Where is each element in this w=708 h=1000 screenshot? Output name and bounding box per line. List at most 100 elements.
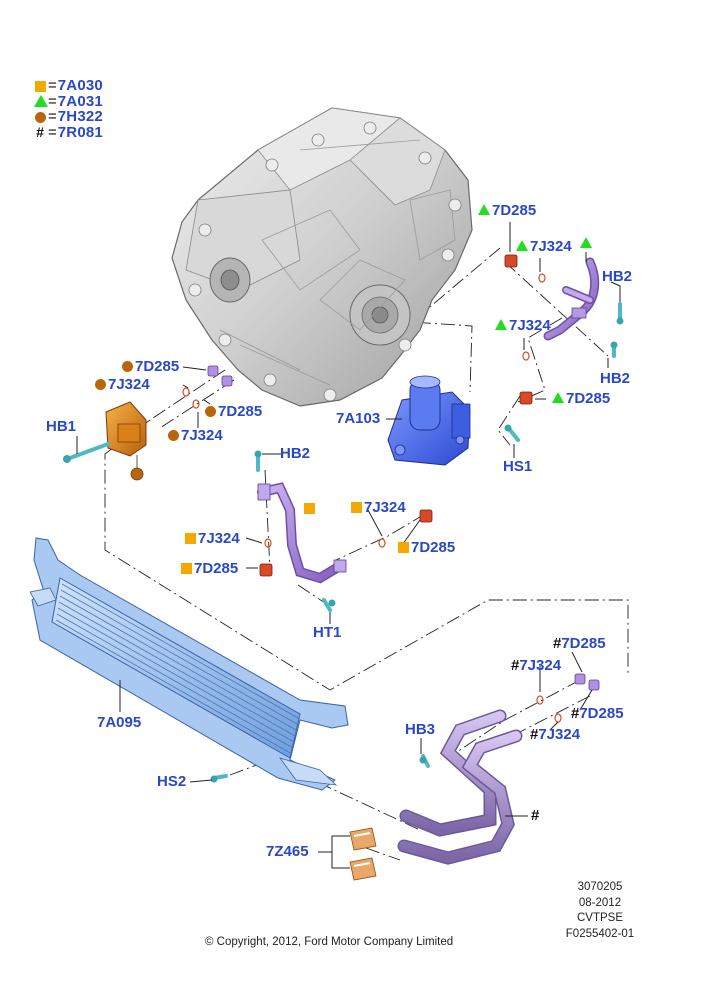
ref-figure-id: F0255402-01 (565, 927, 635, 940)
legend-row-7a031: = 7A031 (34, 92, 103, 110)
callout-hs1: HS1 (503, 458, 533, 475)
square-icon (35, 80, 46, 92)
triangle-icon (478, 203, 490, 215)
square-icon (185, 532, 196, 544)
bracket-hb1 (63, 401, 147, 481)
triangle-icon (516, 239, 528, 251)
square-icon (398, 541, 409, 553)
leader-lines (104, 247, 629, 861)
callout-7d285-c2: 7D285 (181, 561, 238, 577)
callout-7d285-br1: #7D285 (553, 636, 606, 652)
callout-7j324-top: 7J324 (516, 239, 572, 255)
callout-7a095: 7A095 (97, 714, 142, 731)
callout-text: 7J324 (364, 499, 406, 516)
legend-equals: = (48, 123, 57, 141)
transmission-housing (171, 107, 473, 407)
callout-7j324-c1: 7J324 (351, 500, 406, 516)
callout-7j324-left1: 7J324 (95, 377, 150, 393)
callout-text: 7J324 (530, 238, 572, 255)
thermostatic-valve-7a103 (387, 375, 471, 466)
callout-text: 7J324 (519, 657, 562, 674)
callout-hb2-right: HB2 (600, 370, 631, 387)
legend-equals: = (48, 77, 57, 94)
callout-text: 7J324 (509, 317, 551, 334)
legend-code: 7R081 (57, 123, 103, 141)
callout-text: 7D285 (218, 403, 263, 420)
circle-icon (95, 378, 106, 390)
callout-hb2-center: HB2 (280, 445, 311, 462)
callout-triangle-upper (580, 236, 594, 252)
upper-purple-tube (543, 257, 600, 341)
callout-text: 7D285 (566, 390, 611, 407)
legend: = 7A030 = 7A031 = 7H322 # = 7R081 (34, 78, 103, 140)
ref-date: 08-2012 (578, 896, 622, 909)
callout-hs2: HS2 (157, 773, 187, 790)
callout-square-center (304, 501, 317, 517)
triangle-icon (495, 318, 507, 330)
callout-7d285-left2: 7D285 (205, 404, 262, 420)
legend-code: 7A030 (57, 77, 103, 94)
callout-7d285-c1: 7D285 (398, 540, 455, 556)
hoses-and-clamps (182, 254, 600, 723)
callout-7d285-top: 7D285 (478, 203, 536, 219)
callout-text: 7J324 (538, 726, 581, 743)
callout-7j324-left2: 7J324 (168, 428, 223, 444)
callout-7d285-br2: #7D285 (571, 706, 624, 722)
circle-icon (205, 405, 216, 417)
callout-ht1: HT1 (313, 624, 342, 641)
ref-number: 3070205 (577, 881, 623, 893)
callout-hash-tube: # (531, 807, 540, 824)
callout-7j324-br2: #7J324 (530, 727, 580, 743)
legend-equals: = (48, 92, 57, 110)
callout-text: 7D285 (579, 705, 624, 722)
bolts (210, 302, 624, 783)
center-purple-tube (257, 482, 347, 584)
hash-icon: # (553, 635, 562, 653)
callout-7j324-c2: 7J324 (185, 531, 240, 547)
legend-code: 7A031 (57, 92, 103, 110)
label-leaders (76, 222, 621, 869)
triangle-icon (552, 391, 564, 403)
triangle-icon (580, 236, 592, 248)
callout-text: 7D285 (194, 560, 239, 577)
oil-cooler-7a095 (29, 537, 349, 791)
callout-text: 7J324 (108, 376, 150, 393)
callout-text: 7J324 (181, 427, 223, 444)
hash-icon: # (511, 657, 520, 675)
reference-block: 3070205 08-2012 CVTPSE F0255402-01 (560, 880, 640, 942)
callout-text: 7J324 (198, 530, 240, 547)
square-icon (181, 562, 192, 574)
triangle-icon (34, 94, 48, 107)
callout-7j324-br1: #7J324 (511, 658, 561, 674)
legend-row-7h322: = 7H322 (34, 109, 103, 125)
copyright-notice: © Copyright, 2012, Ford Motor Company Li… (205, 936, 454, 948)
ref-model: CVTPSE (576, 912, 623, 924)
callout-7d285-left1: 7D285 (122, 359, 179, 375)
callout-7j324-mid: 7J324 (495, 318, 551, 334)
legend-code: 7H322 (57, 108, 103, 125)
legend-row-7a030: = 7A030 (34, 78, 103, 94)
lower-tubes (397, 709, 528, 865)
callout-hb3: HB3 (405, 721, 436, 738)
clips-7z465 (349, 827, 377, 881)
legend-row-7r081: # = 7R081 (34, 123, 103, 141)
callout-text: 7D285 (561, 635, 606, 652)
square-icon (351, 501, 362, 513)
circle-icon (122, 360, 133, 372)
hash-icon: # (571, 705, 580, 723)
hash-icon: # (36, 124, 44, 141)
callout-7d285-right: 7D285 (552, 391, 610, 407)
callout-text: 7D285 (492, 202, 537, 219)
square-icon (304, 502, 315, 514)
circle-icon (35, 111, 46, 123)
callout-hb2-top: HB2 (602, 268, 633, 285)
hash-icon: # (530, 726, 539, 744)
callout-text: 7D285 (135, 358, 180, 375)
legend-equals: = (48, 108, 57, 125)
circle-icon (168, 429, 179, 441)
callout-hb1: HB1 (46, 418, 77, 435)
callout-7z465: 7Z465 (266, 843, 309, 860)
callout-text: 7D285 (411, 539, 456, 556)
callout-7a103: 7A103 (336, 410, 381, 427)
